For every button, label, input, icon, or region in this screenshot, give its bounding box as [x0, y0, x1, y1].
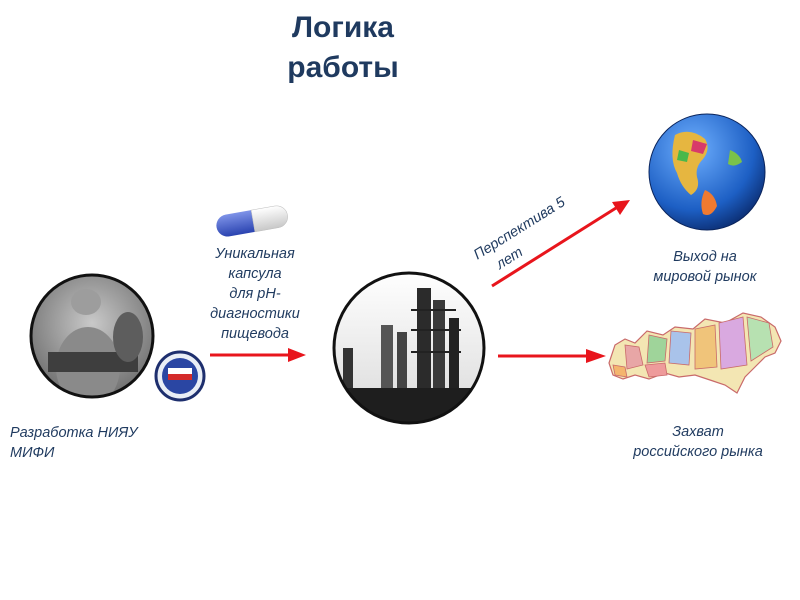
- capsule-label-line: диагностики: [185, 304, 325, 324]
- title-line-1: Логика: [268, 8, 418, 48]
- page-title: Логика работы: [268, 8, 418, 88]
- world-market-line: Выход на: [625, 247, 785, 267]
- capsule-image: [217, 200, 289, 242]
- capsule-label-line: для pH-: [185, 284, 325, 304]
- russia-market-label: Захват российского рынка: [608, 422, 788, 462]
- developer-line: Разработка НИЯУ: [10, 423, 200, 443]
- mephi-logo: [154, 350, 206, 402]
- capsule-label: Уникальная капсула для pH- диагностики п…: [185, 244, 325, 344]
- title-line-2: работы: [268, 48, 418, 88]
- developer-photo: [28, 272, 156, 400]
- world-market-label: Выход на мировой рынок: [625, 247, 785, 287]
- russia-market-line: Захват: [608, 422, 788, 442]
- capsule-label-line: капсула: [185, 264, 325, 284]
- globe-image: [645, 110, 769, 234]
- arrow-to-plant: [208, 345, 308, 365]
- russia-market-line: российского рынка: [608, 442, 788, 462]
- arrow-to-russia: [496, 346, 608, 366]
- russia-map-image: [605, 305, 785, 405]
- developer-line: МИФИ: [10, 443, 200, 463]
- capsule-label-line: пищевода: [185, 324, 325, 344]
- world-market-line: мировой рынок: [625, 267, 785, 287]
- plant-photo: [331, 270, 487, 426]
- developer-label: Разработка НИЯУ МИФИ: [10, 423, 200, 463]
- capsule-label-line: Уникальная: [185, 244, 325, 264]
